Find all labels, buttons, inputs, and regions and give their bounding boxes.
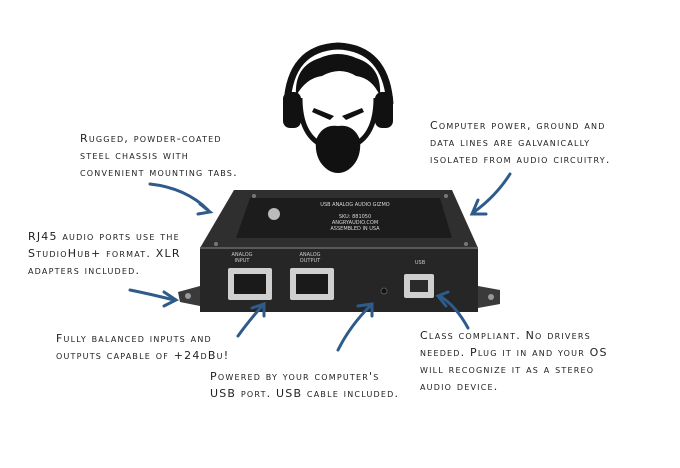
usb-label: USB: [414, 260, 426, 266]
note-class-compliant: Class compliant. No drivers needed. Plug…: [420, 329, 608, 393]
arrow-chassis: [148, 182, 210, 212]
device-plate-title: USB ANALOG AUDIO GIZMO: [320, 202, 390, 208]
arrow-isolation: [472, 172, 512, 214]
note-ports: RJ45 audio ports use the StudioHub+ form…: [28, 230, 181, 277]
note-power: Powered by your computer's USB port. USB…: [210, 370, 400, 400]
device-plate-sku: SKU: 881050: [338, 214, 372, 220]
analog-input-label: ANALOG INPUT: [231, 252, 253, 264]
note-chassis: Rugged, powder-coated steel chassis with…: [80, 132, 238, 179]
arrow-balanced: [236, 304, 264, 338]
note-isolation: Computer power, ground and data lines ar…: [430, 119, 611, 166]
arrow-class-compliant: [438, 294, 470, 330]
device-plate-site: ANGRYAUDIO.COM: [331, 220, 379, 226]
arrow-power: [336, 304, 372, 352]
device-plate-origin: ASSEMBLED IN USA: [330, 226, 380, 232]
arrow-ports: [128, 288, 176, 302]
analog-output-label: ANALOG OUTPUT: [299, 252, 321, 264]
note-balanced: Fully balanced inputs and outputs capabl…: [56, 332, 230, 362]
